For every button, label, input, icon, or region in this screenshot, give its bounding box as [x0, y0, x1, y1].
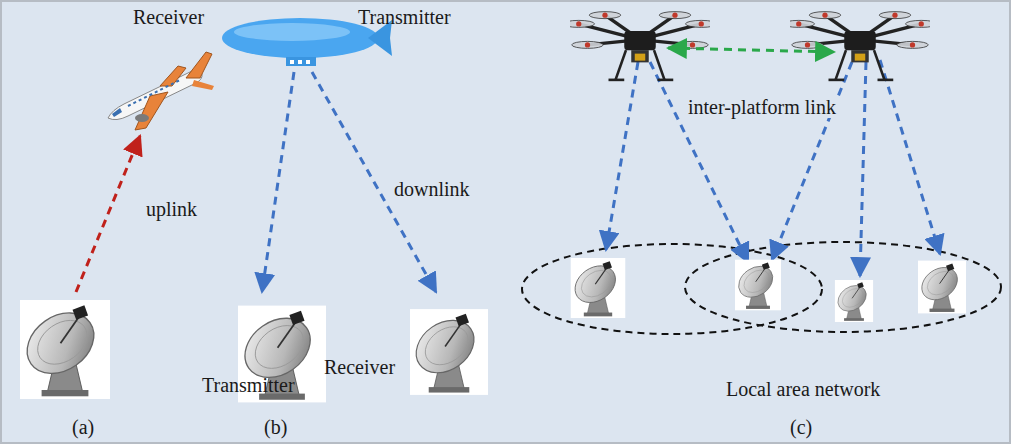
receiver-label: Receiver	[131, 6, 206, 28]
downlink-arrow	[262, 72, 294, 292]
link-label: downlink	[392, 178, 472, 200]
transmitter-label: Transmitter	[200, 374, 297, 396]
panel-label: (b)	[262, 416, 289, 438]
downlink-arrow	[606, 60, 940, 276]
link-label: uplink	[144, 198, 199, 220]
panel-label: (a)	[70, 416, 96, 438]
link-label: inter-platform link	[686, 96, 838, 118]
dish	[733, 260, 781, 311]
dish	[16, 300, 110, 399]
uplink-arrow	[76, 136, 140, 292]
airplane	[108, 52, 214, 130]
dish	[833, 280, 873, 322]
receiver-label: Receiver	[322, 356, 397, 378]
drone	[783, 12, 937, 80]
coverage-area	[685, 242, 1001, 332]
panel-label: (c)	[788, 416, 814, 438]
dish	[406, 309, 488, 395]
network-label: Local area network	[724, 378, 882, 400]
dish	[568, 258, 625, 318]
dish	[916, 261, 966, 314]
transmitter-label: Transmitter	[356, 6, 453, 28]
drone	[563, 12, 717, 80]
inter-platform-arrow	[668, 48, 834, 52]
coverage-area	[522, 244, 822, 334]
